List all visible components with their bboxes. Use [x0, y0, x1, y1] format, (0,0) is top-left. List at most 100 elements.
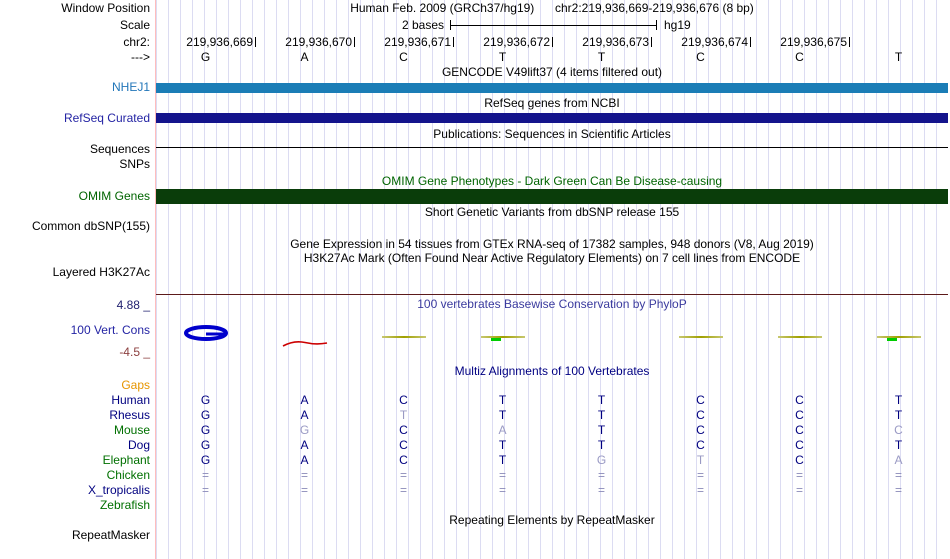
- cons-glyph-green-tick: [490, 338, 501, 341]
- coordinate-label[interactable]: 219,936,674: [681, 35, 748, 49]
- dbsnp-track-title[interactable]: Short Genetic Variants from dbSNP releas…: [424, 205, 680, 219]
- base-letter: T: [498, 50, 507, 64]
- alignment-cell: T: [597, 408, 606, 422]
- alignment-cell: T: [399, 408, 408, 422]
- alignment-cell: C: [696, 408, 705, 422]
- coordinate-label[interactable]: 219,936,669: [186, 35, 253, 49]
- refseq-track-title[interactable]: RefSeq genes from NCBI: [484, 96, 620, 110]
- base-letter: A: [300, 50, 309, 64]
- alignment-cell: =: [201, 483, 209, 497]
- base-letter: T: [597, 50, 606, 64]
- alignment-cell: A: [300, 408, 309, 422]
- ruler-tick: [255, 37, 256, 47]
- cons-glyph-dash: [480, 336, 525, 338]
- gencode-track-title[interactable]: GENCODE V49lift37 (4 items filtered out): [441, 65, 663, 79]
- alignment-cell: =: [201, 468, 209, 482]
- cons-glyph-dash: [381, 336, 426, 338]
- publications-track-title[interactable]: Publications: Sequences in Scientific Ar…: [433, 127, 671, 141]
- base-letter: T: [894, 50, 903, 64]
- alignment-cell: C: [399, 453, 408, 467]
- scale-bar-left-tick: [450, 20, 451, 30]
- alignment-cell: =: [597, 468, 605, 482]
- alignment-cell: =: [300, 468, 308, 482]
- coordinate-label[interactable]: 219,936,673: [582, 35, 649, 49]
- species-label-chicken[interactable]: Chicken: [106, 468, 150, 482]
- conservation-track-title[interactable]: 100 vertebrates Basewise Conservation by…: [417, 297, 687, 311]
- alignment-cell: C: [399, 423, 408, 437]
- refseq-curated-bar[interactable]: [156, 113, 948, 123]
- omim-track-title[interactable]: OMIM Gene Phenotypes - Dark Green Can Be…: [381, 174, 723, 188]
- base-letter: C: [696, 50, 705, 64]
- conservation-axis-max: 4.88 _: [116, 298, 150, 312]
- alignment-cell: =: [498, 468, 506, 482]
- species-label-human[interactable]: Human: [111, 393, 150, 407]
- species-label-elephant[interactable]: Elephant: [102, 453, 150, 467]
- alignment-cell: C: [696, 423, 705, 437]
- omim-gene-bar[interactable]: [156, 189, 948, 204]
- alignment-cell: A: [300, 453, 309, 467]
- cons-glyph-arc: [282, 337, 328, 349]
- base-position-gridlines: [156, 0, 948, 559]
- alignment-cell: =: [399, 468, 407, 482]
- track-label-refseq-curated[interactable]: RefSeq Curated: [63, 111, 150, 125]
- base-letter: C: [399, 50, 408, 64]
- alignment-cell: C: [399, 393, 408, 407]
- alignment-cell: G: [299, 423, 310, 437]
- track-label-snps[interactable]: SNPs: [119, 157, 150, 171]
- track-label-layered-h3k27ac[interactable]: Layered H3K27Ac: [52, 265, 150, 279]
- species-label-rhesus[interactable]: Rhesus: [109, 408, 150, 422]
- track-label-sequences[interactable]: Sequences: [89, 142, 150, 156]
- species-label-gaps[interactable]: Gaps: [121, 378, 150, 392]
- species-label-mouse[interactable]: Mouse: [113, 423, 150, 437]
- scale-bar: [450, 25, 657, 26]
- scale-genome-label: hg19: [664, 18, 691, 32]
- track-label-omim-genes[interactable]: OMIM Genes: [78, 189, 150, 203]
- alignment-cell: =: [894, 468, 902, 482]
- coordinate-label[interactable]: 219,936,672: [483, 35, 550, 49]
- alignment-cell: =: [597, 483, 605, 497]
- coordinate-label[interactable]: 219,936,671: [384, 35, 451, 49]
- track-label-common-dbsnp[interactable]: Common dbSNP(155): [31, 219, 150, 233]
- h3k27ac-track-title[interactable]: H3K27Ac Mark (Often Found Near Active Re…: [303, 251, 801, 265]
- alignment-cell: T: [498, 438, 507, 452]
- conservation-top-line: [156, 294, 948, 295]
- cons-glyph-loop: [183, 325, 229, 341]
- cons-glyph-dash: [777, 336, 822, 338]
- alignment-cell: A: [894, 453, 903, 467]
- alignment-cell: T: [597, 438, 606, 452]
- alignment-cell: C: [795, 453, 804, 467]
- cons-glyph-dash: [678, 336, 723, 338]
- alignment-cell: G: [200, 453, 211, 467]
- track-label-nhej1[interactable]: NHEJ1: [111, 80, 150, 94]
- ruler-tick: [453, 37, 454, 47]
- alignment-cell: T: [894, 393, 903, 407]
- window-position-title: Human Feb. 2009 (GRCh37/hg19) chr2:219,9…: [156, 2, 948, 15]
- alignment-cell: G: [596, 453, 607, 467]
- species-label-zebrafish[interactable]: Zebrafish: [99, 498, 150, 512]
- species-label-x_tropicalis[interactable]: X_tropicalis: [87, 483, 150, 497]
- alignment-cell: T: [894, 408, 903, 422]
- species-label-dog[interactable]: Dog: [127, 438, 150, 452]
- coordinate-label[interactable]: 219,936,670: [285, 35, 352, 49]
- nhej1-gene-bar[interactable]: [156, 83, 948, 93]
- assembly-title: Human Feb. 2009 (GRCh37/hg19): [350, 1, 535, 15]
- track-label-repeatmasker[interactable]: RepeatMasker: [71, 528, 150, 542]
- coordinate-label[interactable]: 219,936,675: [780, 35, 847, 49]
- repeatmasker-track-title[interactable]: Repeating Elements by RepeatMasker: [449, 513, 655, 527]
- alignment-cell: A: [300, 438, 309, 452]
- alignment-cell: T: [498, 393, 507, 407]
- gtex-track-title[interactable]: Gene Expression in 54 tissues from GTEx …: [290, 237, 814, 251]
- alignment-cell: C: [795, 408, 804, 422]
- sequences-track-line[interactable]: [156, 147, 948, 148]
- track-label-100-vert-cons[interactable]: 100 Vert. Cons: [70, 323, 150, 337]
- ruler-tick: [750, 37, 751, 47]
- multiz-track-title[interactable]: Multiz Alignments of 100 Vertebrates: [454, 364, 650, 378]
- base-letter: G: [200, 50, 211, 64]
- alignment-cell: =: [300, 483, 308, 497]
- cons-glyph-dash: [876, 336, 921, 338]
- scale-label: Scale: [119, 18, 150, 32]
- alignment-cell: =: [894, 483, 902, 497]
- alignment-cell: T: [696, 453, 705, 467]
- conservation-axis-min: -4.5 _: [119, 345, 150, 359]
- alignment-cell: C: [696, 438, 705, 452]
